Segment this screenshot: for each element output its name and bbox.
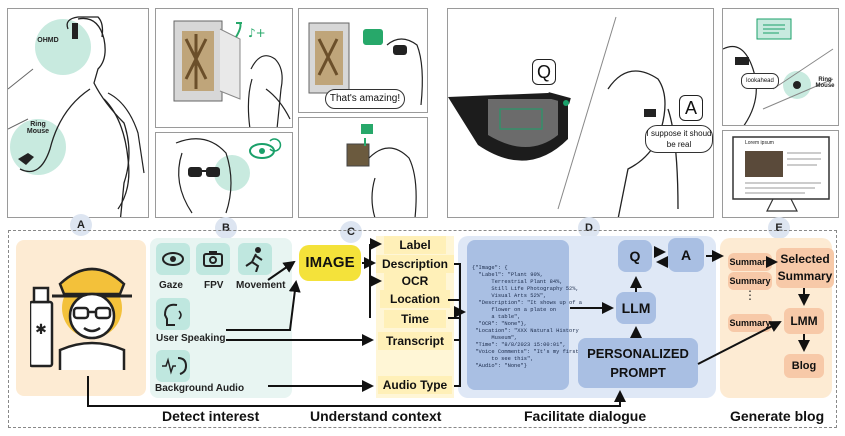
- fpv-label: FPV: [204, 280, 224, 291]
- context-time: Time: [384, 310, 446, 328]
- museum-exhibit-sketch: ♪+: [173, 20, 291, 127]
- ohmd-label: OHMD: [37, 37, 59, 44]
- context-description: Description: [376, 255, 454, 273]
- lmm-box: LMM: [784, 308, 824, 334]
- context-ocr: OCR: [384, 272, 446, 290]
- context-json-text: {"Image": { "Label": "Plant 90%, Terrest…: [472, 265, 595, 369]
- a-box: A: [668, 238, 704, 272]
- svg-text:✱: ✱: [35, 322, 47, 338]
- fpv-tile: [196, 243, 230, 275]
- ear-sound-icon: [162, 357, 188, 375]
- section-generate-blog: Generate blog: [730, 408, 825, 424]
- person-walking-sketch: [8, 16, 145, 217]
- summary-box-3: Summary: [728, 314, 772, 332]
- speaking-head-icon: [163, 303, 182, 326]
- context-location: Location: [380, 290, 450, 308]
- section-detect-interest: Detect interest: [162, 408, 260, 424]
- q-callout: Q: [532, 59, 556, 85]
- panel-c-top-sketch: That's amazing!: [298, 8, 428, 113]
- panel-a-sketch: OHMD Ring Mouse: [7, 8, 149, 218]
- ring-mouse-label: Ring Mouse: [26, 121, 50, 135]
- monitor-title: Lorem ipsum: [745, 140, 774, 146]
- user-at-desk-sketch: [723, 18, 834, 125]
- panel-b-top-sketch: ♪+: [155, 8, 293, 128]
- panel-letter-e: E: [768, 217, 790, 239]
- smart-glasses-dialogue-sketch: [448, 16, 679, 217]
- a-callout: A: [679, 95, 703, 121]
- background-audio-label: Background Audio: [155, 383, 245, 394]
- image-badge: IMAGE: [299, 245, 361, 281]
- running-person-icon: [245, 247, 263, 272]
- svg-text:♪+: ♪+: [248, 26, 266, 40]
- panel-letter-d: D: [578, 217, 600, 239]
- camera-icon: [203, 251, 223, 267]
- context-label: Label: [384, 236, 446, 254]
- monitor-blog-sketch: [732, 136, 830, 212]
- movement-label: Movement: [236, 280, 286, 291]
- pipeline-frame: [8, 230, 837, 428]
- context-json-panel: [467, 240, 569, 390]
- section-understand-context: Understand context: [310, 408, 442, 424]
- eye-icon: [162, 252, 184, 266]
- panel-letter-b: B: [215, 217, 237, 239]
- thats-amazing-bubble: That's amazing!: [325, 89, 405, 109]
- exhibit-with-user-sketch: [308, 22, 423, 106]
- face-with-glasses-sketch: [175, 138, 282, 214]
- panel-e-bottom-sketch: Lorem ipsum: [722, 130, 839, 218]
- movement-tile: [238, 243, 272, 275]
- q-box: Q: [618, 240, 652, 272]
- context-transcript: Transcript: [378, 332, 452, 350]
- llm-box: LLM: [616, 292, 656, 324]
- blog-box: Blog: [784, 354, 824, 378]
- context-audio-type: Audio Type: [378, 376, 452, 394]
- lookahead-bubble: lookahead: [741, 73, 779, 89]
- gaze-label: Gaze: [159, 280, 183, 291]
- user-speaking-label: User Speaking: [156, 333, 226, 344]
- panel-e-top-sketch: lookahead Ring Mouse: [722, 8, 839, 126]
- panel-c-bottom-sketch: [298, 117, 428, 218]
- photo-capture-sketch: [346, 124, 417, 217]
- panel-d-sketch: Q A I suppose it shoud be real: [447, 8, 714, 218]
- selected-summary-box: Selected Summary: [776, 248, 834, 288]
- user-with-glasses-icon: ✱: [30, 267, 132, 370]
- summary-box-2: Summary: [728, 272, 772, 290]
- panel-letter-c: C: [340, 221, 362, 243]
- section-facilitate-dialogue: Facilitate dialogue: [524, 408, 647, 424]
- ring-mouse-e-label: Ring Mouse: [815, 77, 835, 89]
- summary-ellipsis: ⋮: [744, 288, 756, 302]
- suppose-bubble: I suppose it shoud be real: [645, 125, 713, 153]
- summary-box-1: Summary: [728, 253, 772, 271]
- personalized-prompt-box: PERSONALIZED PROMPT: [578, 338, 698, 388]
